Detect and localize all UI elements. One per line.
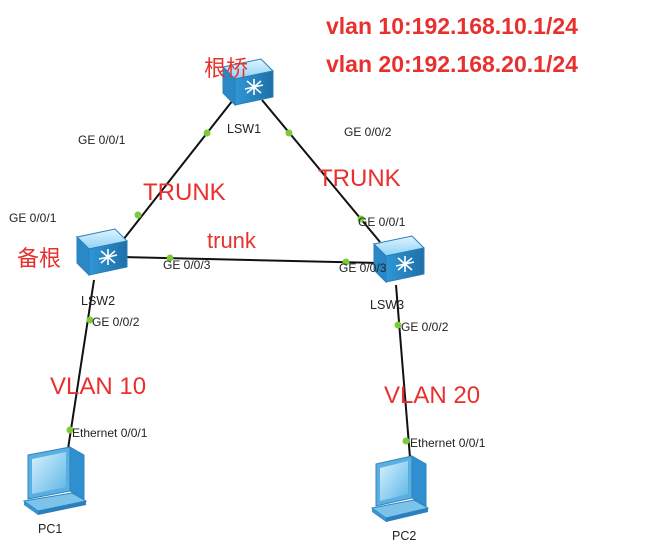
port-label: GE 0/0/3 <box>339 261 387 275</box>
vlan10-ip-annotation: vlan 10:192.168.10.1/24 <box>326 13 578 39</box>
port-label: GE 0/0/1 <box>358 215 406 229</box>
port-dot <box>394 321 402 329</box>
pc-pc2[interactable] <box>370 455 430 522</box>
vlan10-label: VLAN 10 <box>50 373 146 400</box>
link-lsw2-lsw3 <box>121 256 381 264</box>
port-label: Ethernet 0/0/1 <box>72 426 148 440</box>
port-dot <box>402 437 410 445</box>
port-dot <box>357 215 365 223</box>
port-label: GE 0/0/2 <box>401 320 449 334</box>
port-dot <box>166 254 174 262</box>
backup-root-label: 备根 <box>17 247 61 272</box>
port-dot <box>86 316 94 324</box>
pc-icon <box>22 446 88 515</box>
port-dot <box>285 129 293 137</box>
link-label-trunk-right: TRUNK <box>318 165 401 192</box>
device-label-lsw1: LSW1 <box>227 122 261 136</box>
device-label-lsw3: LSW3 <box>370 298 404 312</box>
switch-lsw1[interactable] <box>221 58 275 107</box>
links <box>65 99 412 471</box>
switch-arrows-icon <box>244 79 264 95</box>
link-label-trunk-middle: trunk <box>207 228 257 253</box>
device-label-pc1: PC1 <box>38 522 62 536</box>
vlan20-ip-annotation: vlan 20:192.168.20.1/24 <box>326 51 578 77</box>
port-dot <box>203 129 211 137</box>
vlan20-label: VLAN 20 <box>384 382 480 409</box>
switch-lsw3[interactable] <box>372 235 426 284</box>
link-label-trunk-left: TRUNK <box>143 179 226 206</box>
pc-icon <box>370 455 430 522</box>
port-label: GE 0/0/2 <box>92 315 140 329</box>
switch-arrows-icon <box>395 256 415 272</box>
port-dot <box>66 426 74 434</box>
port-label: GE 0/0/3 <box>163 258 211 272</box>
port-label: GE 0/0/2 <box>344 125 392 139</box>
root-bridge-label: 根桥 <box>204 57 248 82</box>
device-label-lsw2: LSW2 <box>81 294 115 308</box>
link-lsw1-lsw2 <box>122 99 234 241</box>
port-dot <box>342 258 350 266</box>
switch-lsw2[interactable] <box>75 228 129 277</box>
switch-arrows-icon <box>98 249 118 265</box>
port-label: GE 0/0/1 <box>9 211 57 225</box>
device-label-pc2: PC2 <box>392 529 416 543</box>
pc-pc1[interactable] <box>22 446 88 515</box>
port-dots <box>66 129 410 445</box>
port-label: Ethernet 0/0/1 <box>410 436 486 450</box>
port-label: GE 0/0/1 <box>78 133 126 147</box>
port-dot <box>134 211 142 219</box>
